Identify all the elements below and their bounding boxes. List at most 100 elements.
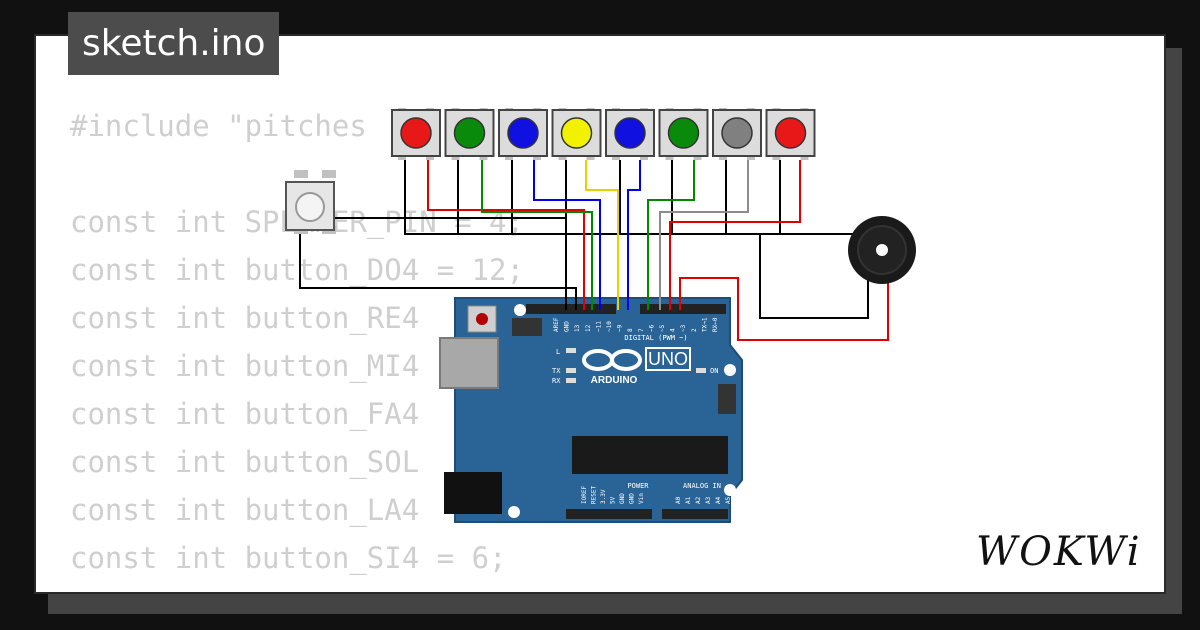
pin-label: A4: [715, 496, 722, 504]
pin-label: GND: [629, 493, 636, 504]
wire-do4: [427, 160, 585, 310]
wokwi-logo: WOKWi: [976, 529, 1142, 575]
wire-white-button: [299, 230, 577, 310]
pushbutton-cap[interactable]: [774, 117, 807, 149]
board-brand: ARDUINO: [591, 375, 638, 386]
wire-fa4: [585, 160, 619, 310]
wire-gnd-bus: [404, 160, 870, 235]
code-line: const int button_RE4: [70, 301, 420, 335]
label-tx: TX: [552, 367, 561, 375]
header-analog: [662, 509, 728, 519]
mounting-hole: [724, 484, 736, 496]
pushbutton[interactable]: [391, 108, 441, 160]
pushbutton-cap[interactable]: [667, 117, 700, 149]
code-line: const int button_SOL: [70, 445, 420, 479]
pin-label: 3.3V: [600, 489, 607, 504]
pin-label: ~10: [606, 321, 613, 332]
pin-label: 13: [574, 324, 581, 332]
pin-label: 7: [638, 328, 645, 332]
wire-la4: [647, 160, 695, 310]
led-rx: [566, 378, 576, 383]
pushbutton-white-cap[interactable]: [295, 192, 325, 222]
pin-label: TX→1: [701, 317, 708, 332]
reset-button-cap[interactable]: [476, 313, 488, 325]
pin-label: ~3: [680, 324, 687, 332]
pin-label: A1: [685, 496, 692, 504]
pushbutton[interactable]: [765, 108, 816, 160]
header-digital-left: [526, 304, 616, 314]
code-line: const int button_SI4 = 6;: [70, 541, 507, 575]
pin-label: ~5: [659, 324, 666, 332]
pin-label: A0: [675, 496, 682, 504]
label-analog: ANALOG IN: [683, 482, 721, 490]
pin-label: 5V: [610, 496, 617, 504]
code-line: const int button_MI4: [70, 349, 420, 383]
pin-label: RX←0: [712, 317, 719, 332]
pushbutton-cap[interactable]: [507, 117, 539, 149]
pin-label: GND: [564, 321, 571, 332]
buzzer[interactable]: [848, 216, 916, 284]
pushbutton[interactable]: [444, 108, 495, 160]
pin-label: ~6: [648, 324, 655, 332]
pushbutton[interactable]: [658, 108, 709, 160]
pin-label: Vin: [638, 493, 645, 504]
pin-label: 8: [627, 328, 634, 332]
pin-label: 4: [670, 328, 677, 332]
pushbutton-cap[interactable]: [614, 117, 646, 149]
arduino-uno-board[interactable]: UNO ARDUINO DIGITAL (PWM ~) POWER ANALOG…: [439, 297, 743, 523]
header-digital-right: [640, 304, 726, 314]
pin-label: AREF: [553, 317, 560, 332]
pin-label: 2: [691, 328, 698, 332]
wire-si4: [659, 160, 749, 310]
microcontroller-chip: [572, 436, 728, 474]
pin-label: GND: [619, 493, 626, 504]
mounting-hole: [514, 304, 526, 316]
pushbutton[interactable]: [498, 108, 548, 160]
mounting-hole: [508, 506, 520, 518]
led-tx: [566, 368, 576, 373]
board-model: UNO: [648, 349, 688, 369]
code-line: const int button_DO4 = 12;: [70, 253, 524, 287]
label-digital: DIGITAL (PWM ~): [624, 334, 687, 342]
pushbutton-row: [391, 108, 816, 160]
file-name-tab: sketch.ino: [68, 12, 280, 75]
label-power: POWER: [627, 482, 649, 490]
code-line: #include "pitches: [70, 109, 367, 143]
pin-label: ~9: [617, 324, 624, 332]
icsp-header-2: [718, 384, 736, 414]
led-l: [566, 348, 576, 353]
label-l: L: [556, 348, 560, 356]
pushbutton-cap[interactable]: [453, 117, 486, 149]
wire-speaker: [679, 277, 889, 341]
pin-label: A5: [725, 496, 732, 504]
wire-sol4: [627, 160, 641, 310]
code-line: const int button_FA4: [70, 397, 420, 431]
pin-label: IOREF: [581, 486, 588, 504]
usb-port: [439, 337, 499, 389]
label-on: ON: [710, 367, 718, 375]
pushbutton-white[interactable]: [285, 170, 336, 234]
code-line: const int button_LA4: [70, 493, 420, 527]
header-power: [566, 509, 652, 519]
pushbutton-cap[interactable]: [560, 117, 593, 149]
pushbutton-cap[interactable]: [400, 117, 432, 149]
pushbutton[interactable]: [712, 108, 762, 160]
pushbutton[interactable]: [551, 108, 602, 160]
label-rx: RX: [552, 377, 561, 385]
uno-box: [645, 347, 691, 371]
pin-label: 12: [585, 324, 592, 332]
wire-re4: [481, 160, 593, 310]
pushbutton-cap[interactable]: [721, 117, 753, 149]
pin-label: RESET: [591, 486, 598, 504]
wire-mi4: [533, 160, 601, 310]
pin-label: ~11: [595, 321, 602, 332]
code-line: const int button_DO5 = 5;: [70, 582, 524, 592]
arduino-infinity-logo: [582, 349, 642, 371]
pushbutton[interactable]: [605, 108, 655, 160]
wire-buzzer-gnd: [759, 234, 869, 319]
power-jack: [444, 472, 502, 514]
